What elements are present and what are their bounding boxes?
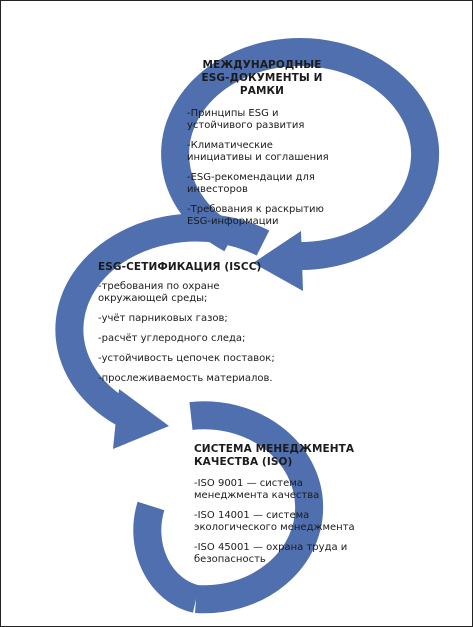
list-item: -ISO 14001 — система экологического мене… (194, 510, 355, 533)
block-title: МЕЖДУНАРОДНЫЕ ESG-ДОКУМЕНТЫ И РАМКИ (201, 59, 323, 97)
list-item: -учёт парниковых газов; (98, 313, 228, 324)
block-items: -ISO 9001 — система менеджмента качества… (194, 478, 364, 566)
arrow-head-1 (253, 231, 303, 291)
block-international-esg: МЕЖДУНАРОДНЫЕ ESG-ДОКУМЕНТЫ И РАМКИ -При… (187, 59, 337, 236)
arrow-arc-2 (55, 213, 270, 429)
block-items: -Принципы ESG и устойчивого развития -Кл… (187, 108, 337, 228)
block-items: -требования по охране окружающей среды; … (98, 281, 283, 385)
list-item: -требования по охране окружающей среды; (98, 281, 220, 304)
list-item: -Требования к раскрытию ESG-информации (187, 204, 324, 227)
block-title: СИСТЕМА МЕНЕДЖМЕНТА КАЧЕСТВА (ISO) (194, 443, 355, 468)
list-item: -расчёт углеродного следа; (98, 333, 246, 344)
list-item: -Климатические инициативы и соглашения (187, 140, 329, 163)
arrow-arc-3b (133, 501, 200, 613)
block-esg-certification: ESG-СЕТИФИКАЦИЯ (ISCC) -требования по ох… (98, 261, 283, 393)
block-quality-management: СИСТЕМА МЕНЕДЖМЕНТА КАЧЕСТВА (ISO) -ISO … (194, 443, 364, 574)
list-item: -ISO 9001 — система менеджмента качества (194, 478, 320, 501)
arrow-head-2 (113, 389, 169, 449)
list-item: -устойчивость цепочек поставок; (98, 353, 275, 364)
list-item: -ISO 45001 — охрана труда и безопасность (194, 542, 348, 565)
list-item: -Принципы ESG и устойчивого развития (187, 108, 305, 131)
block-title: ESG-СЕТИФИКАЦИЯ (ISCC) (98, 261, 262, 273)
list-item: -ESG-рекомендации для инвесторов (187, 172, 315, 195)
arrow-arc-3 (189, 401, 324, 614)
arrow-arc-1 (161, 38, 440, 270)
list-item: -прослеживаемость материалов. (98, 373, 273, 384)
